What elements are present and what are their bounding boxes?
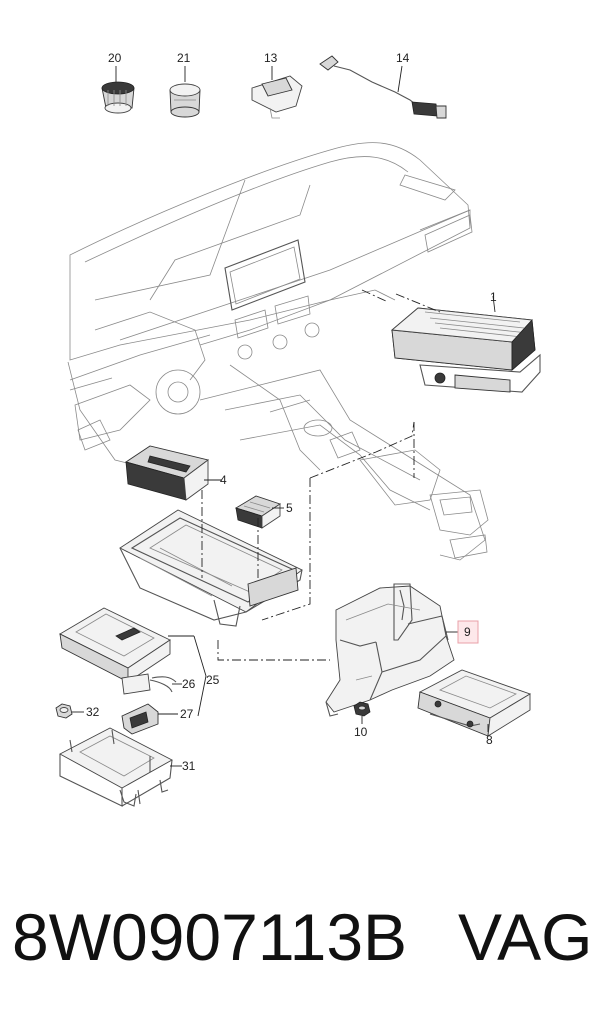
callout-13: 13 bbox=[264, 51, 278, 65]
dashboard-outline bbox=[67, 142, 489, 561]
callout-9-highlight bbox=[457, 620, 479, 644]
callout-1: 1 bbox=[490, 290, 497, 304]
part-8-module bbox=[417, 669, 532, 737]
part-25-module bbox=[59, 607, 207, 717]
part-27-holder bbox=[121, 703, 178, 735]
brand-label: VAG bbox=[458, 900, 593, 974]
part-number: 8W0907113B bbox=[12, 900, 408, 974]
callout-14: 14 bbox=[396, 51, 410, 65]
callout-32: 32 bbox=[86, 705, 100, 719]
callout-9: 9 bbox=[464, 625, 471, 639]
storage-tray bbox=[119, 509, 303, 627]
part-13-controller bbox=[251, 66, 303, 119]
callout-4: 4 bbox=[220, 473, 227, 487]
callout-31: 31 bbox=[182, 759, 196, 773]
callout-25: 25 bbox=[206, 673, 220, 687]
callout-5: 5 bbox=[286, 501, 293, 515]
footer: 8W0907113B VAG bbox=[0, 892, 600, 982]
reference-lines bbox=[201, 289, 441, 661]
part-1-head-unit bbox=[390, 295, 541, 393]
part-21-knob bbox=[169, 66, 201, 118]
part-32-nut bbox=[55, 703, 84, 719]
callout-21: 21 bbox=[177, 51, 191, 65]
part-9-bracket bbox=[325, 583, 462, 717]
callout-26: 26 bbox=[182, 677, 196, 691]
part-4-control-unit bbox=[124, 445, 222, 501]
part-5-connector bbox=[234, 495, 284, 529]
part-14-cable bbox=[319, 55, 447, 119]
part-26-battery bbox=[121, 673, 182, 695]
part-20-knob bbox=[101, 66, 135, 114]
callout-27: 27 bbox=[180, 707, 194, 721]
callout-20: 20 bbox=[108, 51, 122, 65]
callout-10: 10 bbox=[354, 725, 368, 739]
callout-8: 8 bbox=[486, 733, 493, 747]
part-31-bracket bbox=[59, 727, 182, 807]
part-10-nut bbox=[353, 701, 371, 724]
